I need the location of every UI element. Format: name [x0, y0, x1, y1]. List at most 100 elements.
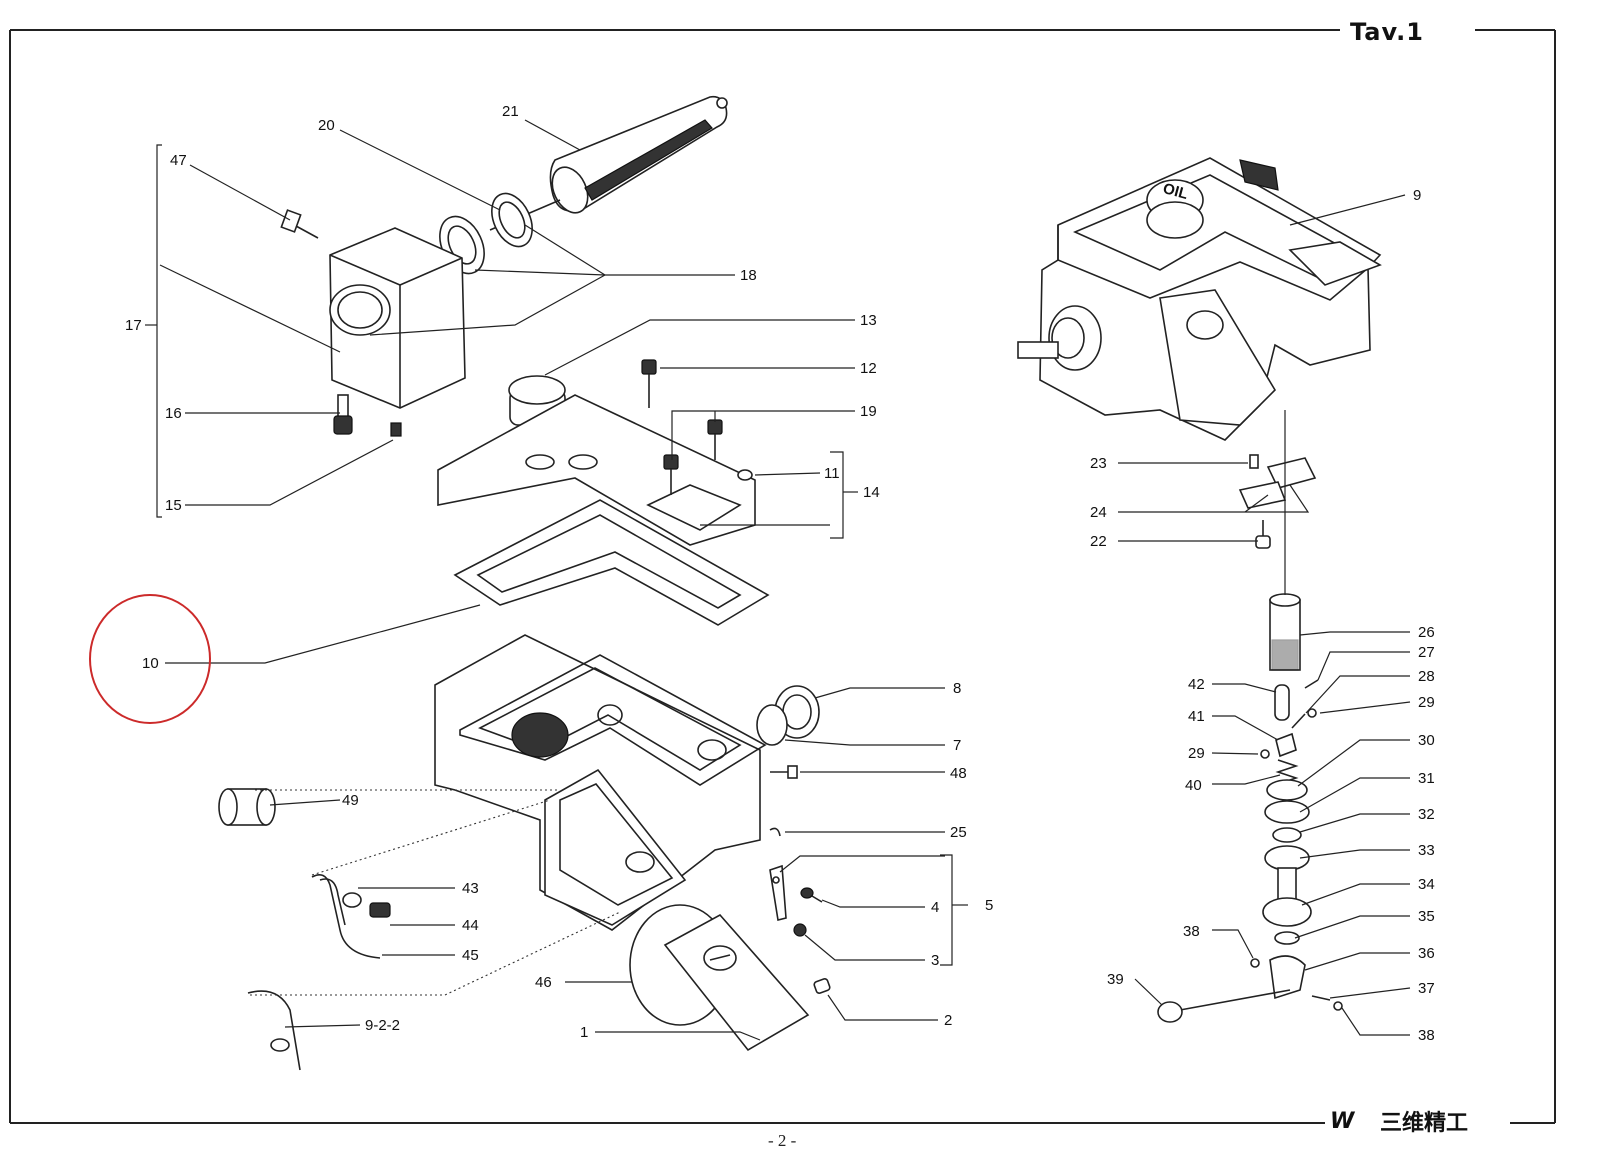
part-26-sleeve: [1269, 593, 1301, 671]
label-41: 41: [1188, 708, 1205, 725]
part-30-washer: [1266, 779, 1308, 801]
label-26: 26: [1418, 624, 1435, 641]
label-48: 48: [950, 765, 967, 782]
label-24: 24: [1090, 504, 1107, 521]
page-number: - 2 -: [768, 1131, 797, 1150]
brand-name: 三维精工: [1380, 1110, 1468, 1136]
part-25-pin: [769, 827, 781, 837]
label-21: 21: [502, 103, 519, 120]
label-3: 3: [931, 952, 939, 969]
label-38-right: 38: [1418, 1027, 1435, 1044]
part-2-plug: [813, 978, 831, 994]
label-23: 23: [1090, 455, 1107, 472]
label-10: 10: [142, 655, 159, 672]
label-49: 49: [342, 792, 359, 809]
leader-lines: [145, 119, 1411, 1041]
part-9-head: OIL: [1017, 157, 1382, 441]
label-5: 5: [985, 897, 993, 914]
part-29-ring-a: [1307, 708, 1317, 718]
label-15: 15: [165, 497, 182, 514]
label-40: 40: [1185, 777, 1202, 794]
label-30: 30: [1418, 732, 1435, 749]
label-28: 28: [1418, 668, 1435, 685]
part-49-bushing: [218, 788, 276, 826]
oil-cap-label: OIL: [1161, 180, 1190, 203]
part-28-pin: [1291, 713, 1306, 729]
part-3-nut: [793, 923, 807, 937]
label-27: 27: [1418, 644, 1435, 661]
part-23-pin: [1249, 454, 1259, 469]
part-21-handle: [489, 95, 728, 231]
part-36-bracket: [1269, 955, 1306, 1000]
part-38-ring-a: [1250, 958, 1260, 968]
label-44: 44: [462, 917, 479, 934]
part-15-pin: [390, 422, 402, 437]
part-29-ring-b: [1260, 749, 1270, 759]
label-47: 47: [170, 152, 187, 169]
part-16-bolt: [333, 394, 353, 435]
part-27-pin: [1304, 679, 1319, 689]
label-17: 17: [125, 317, 142, 334]
label-13: 13: [860, 312, 877, 329]
part-22-bolt: [1255, 520, 1271, 549]
label-4: 4: [931, 899, 939, 916]
label-39: 39: [1107, 971, 1124, 988]
label-19: 19: [860, 403, 877, 420]
label-42: 42: [1188, 676, 1205, 693]
part-48-screw: [770, 765, 798, 779]
label-25: 25: [950, 824, 967, 841]
label-16: 16: [165, 405, 182, 422]
part-41-block: [1275, 732, 1297, 758]
label-36: 36: [1418, 945, 1435, 962]
label-29-right: 29: [1418, 694, 1435, 711]
label-46: 46: [535, 974, 552, 991]
part-10-gasket: [453, 499, 770, 626]
label-33: 33: [1418, 842, 1435, 859]
label-22: 22: [1090, 533, 1107, 550]
label-38-left: 38: [1183, 923, 1200, 940]
label-32: 32: [1418, 806, 1435, 823]
part-37-screw: [1311, 995, 1331, 1001]
label-20: 20: [318, 117, 335, 134]
part-31-bearing: [1264, 800, 1310, 824]
part-1-cover: [663, 913, 810, 1052]
part-35-washer: [1274, 931, 1300, 945]
brand-logo: W 三维精工: [1330, 1109, 1468, 1136]
part-39-shaft: [1157, 989, 1291, 1023]
label-9-2-2: 9-2-2: [365, 1017, 400, 1034]
label-9: 9: [1413, 187, 1421, 204]
label-37: 37: [1418, 980, 1435, 997]
brand-logo-mark: W: [1330, 1109, 1356, 1134]
part-5-lever: [769, 864, 787, 921]
part-labels: 21 20 47 18 17 16 15 13 12 19 11 14 10 8…: [125, 103, 1435, 1044]
label-14: 14: [863, 484, 880, 501]
label-34: 34: [1418, 876, 1435, 893]
highlight-circle: [89, 594, 211, 724]
gearbox-body: [434, 634, 767, 931]
part-14-cover-plate: [437, 394, 756, 546]
label-45: 45: [462, 947, 479, 964]
part-42-link: [1274, 684, 1290, 721]
part-9-2-2-clip: [247, 990, 301, 1071]
label-8: 8: [953, 680, 961, 697]
page-title: Tav.1: [1350, 18, 1424, 46]
page-frame: [9, 29, 1556, 1124]
part-9-2-2-eye: [270, 1038, 290, 1052]
label-31: 31: [1418, 770, 1435, 787]
label-1: 1: [580, 1024, 588, 1041]
label-35: 35: [1418, 908, 1435, 925]
parts-43-45-cable: [311, 874, 391, 959]
label-2: 2: [944, 1012, 952, 1029]
dotted-connectors: [250, 789, 621, 996]
label-18: 18: [740, 267, 757, 284]
part-11-screw: [737, 469, 753, 481]
part-38-ring-b: [1333, 1001, 1343, 1011]
part-4-screw: [800, 887, 823, 903]
part-12-bolt: [641, 359, 657, 408]
part-7-oring: [756, 704, 788, 746]
label-43: 43: [462, 880, 479, 897]
label-11: 11: [824, 465, 840, 482]
label-12: 12: [860, 360, 877, 377]
part-17-housing: [329, 227, 466, 409]
